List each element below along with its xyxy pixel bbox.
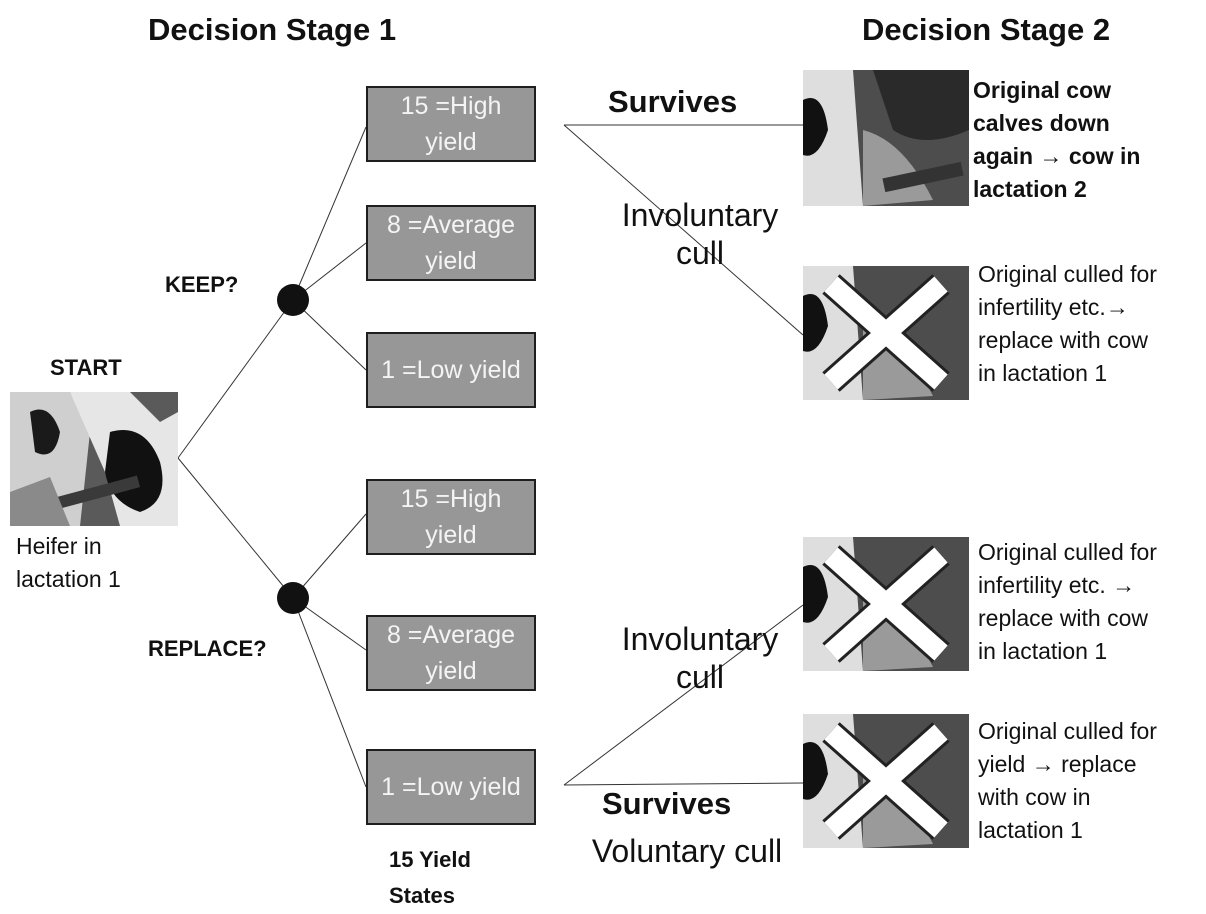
keep-low-yield-box: 1 =Low yield [366,332,536,408]
outcome-cow-photo [803,70,969,206]
culled-yield-photo [803,714,969,848]
keep-average-yield-box: 8 =Average yield [366,205,536,281]
stage1-heading: Decision Stage 1 [148,12,397,47]
connector-start-keep [177,299,294,459]
cross-icon [822,722,950,840]
connector-replace-voluntary [563,782,804,786]
keep-high-yield-box: 15 =High yield [366,86,536,162]
start-caption: Heifer in lactation 1 [16,533,121,592]
stage2-heading: Decision Stage 2 [862,12,1111,47]
replace-survives-label: Survives [602,786,732,821]
connector-replace-low [292,597,367,788]
culled-infertility-photo-2 [803,537,969,671]
keep-survives-label: Survives [608,84,738,119]
replace-decision-node [277,582,309,614]
connector-replace-high [292,513,367,599]
connector-start-replace [177,457,294,599]
outcome-culled-infertility-1: Original culled for infertility etc.→ re… [978,261,1157,386]
connector-replace-involuntary [563,604,804,786]
replace-high-yield-box: 15 =High yield [366,479,536,555]
connector-keep-involuntary [563,124,804,336]
cross-icon [822,274,950,392]
replace-low-yield-box: 1 =Low yield [366,749,536,825]
yield-states-footer: 15 Yield States [389,847,471,908]
keep-involuntary-label: Involuntary cull [621,197,779,271]
outcome-culled-yield: Original culled for yield → replace with… [978,718,1157,843]
connector-keep-low [292,299,367,371]
replace-decision-label: REPLACE? [148,636,267,661]
replace-involuntary-label: Involuntary cull [621,621,779,695]
outcome-culled-infertility-2: Original culled for infertility etc. → r… [978,539,1157,664]
connector-keep-high [292,126,367,301]
replace-average-yield-box: 8 =Average yield [366,615,536,691]
start-cow-photo [10,392,178,526]
culled-infertility-photo-1 [803,266,969,400]
keep-decision-label: KEEP? [165,272,239,297]
keep-decision-node [277,284,309,316]
outcome-calves-again: Original cow calves down again → cow in … [973,77,1141,202]
cross-icon [822,545,950,663]
replace-voluntary-label: Voluntary cull [591,833,783,869]
start-label: START [50,355,122,380]
